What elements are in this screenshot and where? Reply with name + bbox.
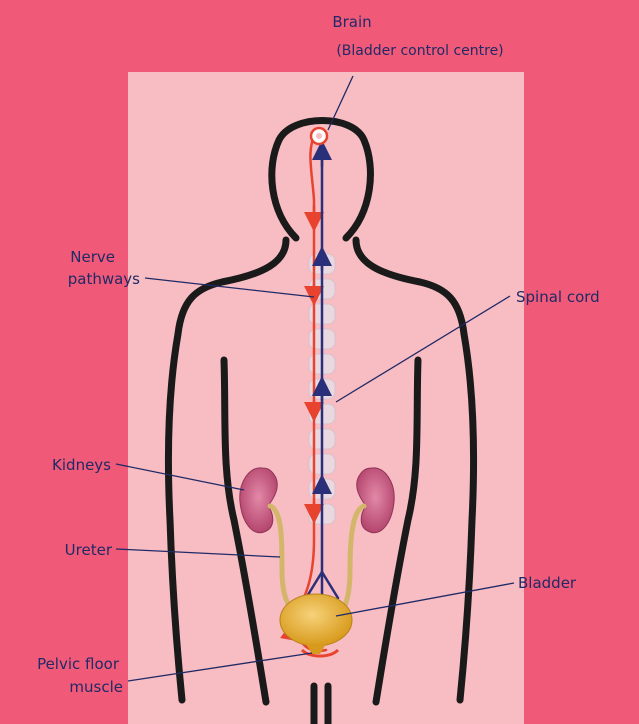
label-brain-sub: (Bladder control centre) — [336, 43, 503, 59]
label-nerve-line2: pathways — [68, 270, 140, 288]
label-nerve-line1: Nerve — [70, 248, 115, 266]
label-pelvic-line2: muscle — [69, 678, 123, 696]
label-brain: Brain — [332, 13, 371, 31]
label-ureter: Ureter — [65, 541, 113, 559]
label-spinal-cord: Spinal cord — [516, 288, 600, 306]
label-pelvic-line1: Pelvic floor — [37, 655, 120, 673]
brain-control-centre — [311, 128, 327, 144]
label-kidneys: Kidneys — [52, 456, 111, 474]
label-bladder: Bladder — [518, 574, 577, 592]
